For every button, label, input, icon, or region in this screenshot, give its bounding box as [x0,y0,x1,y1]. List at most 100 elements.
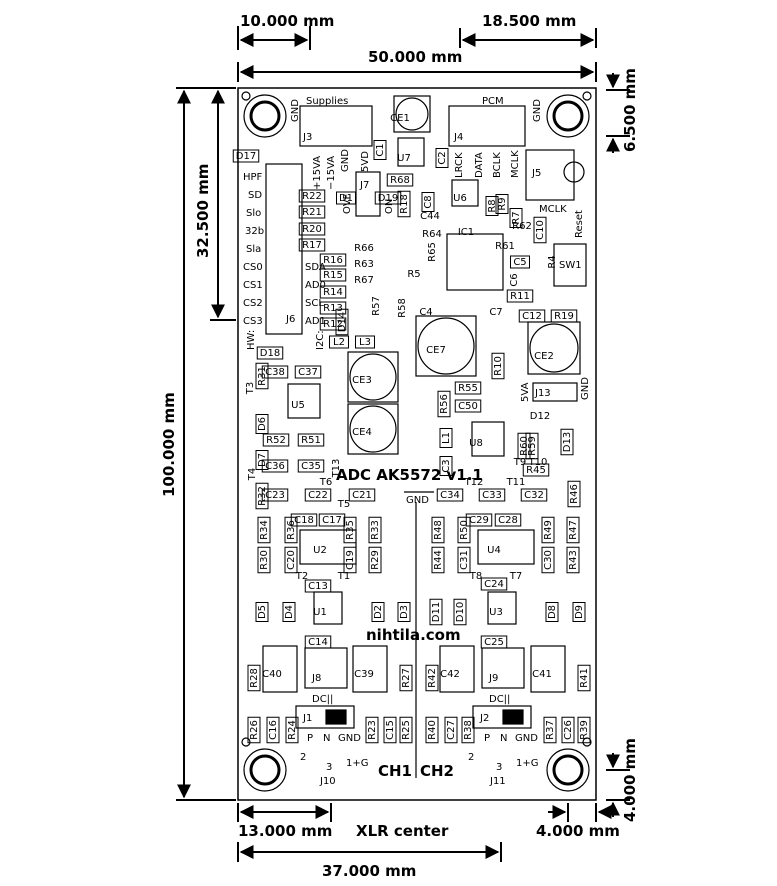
component-c50: C50 [454,399,482,413]
component-label: R49 [543,520,554,540]
component-c2: C2 [435,148,449,168]
component-d13: D13 [560,428,574,456]
component-label: D2 [373,605,384,619]
component-d9: D9 [572,602,586,622]
component-outline [461,716,475,744]
component-label: R43 [568,550,579,570]
component-r7: R7 [509,208,523,228]
component-outline [304,635,332,649]
component-outline [373,140,387,160]
component-label: D5 [257,605,268,619]
component-label: C5 [513,257,526,268]
j4-pin-2: DATA [474,152,485,178]
component-r25: R25 [399,716,413,744]
component-u2: U2 [313,545,327,556]
j4-pin-3: BCLK [492,152,503,178]
component-label: C19 [345,550,356,570]
component-label: R68 [390,175,410,186]
component-label: R27 [401,668,412,688]
component-l3: L3 [355,335,375,349]
component-r61: R61 [495,241,515,252]
component-d1: D1 [336,191,356,205]
dim-right-top: 6.500 mm [621,68,639,152]
component-label: R20 [302,224,322,235]
component-outline [517,432,531,460]
component-label: D4 [284,605,295,619]
component-outline [522,463,550,477]
component-label: C20 [286,550,297,570]
component-label: D14 [337,312,348,332]
component-r52: R52 [262,433,290,447]
on-label: ON [384,199,395,214]
component-label: D10 [455,602,466,622]
component-r8: R8 [485,196,499,216]
component-label: R30 [259,550,270,570]
component-outline [491,352,505,380]
component-label: R5 [407,269,420,280]
component-label: R62 [512,221,532,232]
component-r26: R26 [247,716,261,744]
component-outline [518,309,546,323]
component-outline [480,635,508,649]
component-label: T6 [319,477,332,488]
component-outline [261,488,289,502]
component-c26: C26 [561,716,575,744]
component-label: R38 [463,720,474,740]
component-label: T8 [469,571,482,582]
component-label: R7 [511,211,522,224]
component-r66: R66 [354,243,374,254]
component-r37: R37 [543,716,557,744]
j11-label: J11 [489,776,506,787]
component-outline [550,309,578,323]
p-label-ch1: P [307,733,313,744]
component-c8: C8 [421,192,435,212]
component-label: U5 [291,400,305,411]
component-c44: C44 [420,211,440,222]
xlr1-pin1g: 1+G [346,758,369,769]
component-r23: R23 [365,716,379,744]
j4-label: J4 [453,132,463,143]
j3-pin-2: −15VA [326,156,337,190]
component-label: T9 [513,457,526,468]
component-label: C4 [419,307,432,318]
j10-label: J10 [319,776,336,787]
component-outline [294,365,322,379]
component-outline [577,716,591,744]
component-outline [436,488,464,502]
component-c41: C41 [532,669,552,680]
component-label: C6 [509,273,520,286]
component-label: CE3 [352,375,372,386]
component-r63: R63 [354,259,374,270]
component-outline [319,285,347,299]
component-c15: C15 [383,716,397,744]
xlr2-pin3: 3 [496,762,502,773]
component-r56: R56 [437,390,451,418]
component-label: C12 [522,311,542,322]
j13-gnd-label: GND [580,377,591,400]
mclk-label: MCLK [539,204,567,215]
component-outline [572,602,586,622]
component-c42: C42 [440,669,460,680]
component-label: R24 [287,720,298,740]
component-c29: C29 [465,513,493,527]
component-outline [566,546,580,574]
component-c22: C22 [304,488,332,502]
component-label: C3 [441,459,452,472]
component-label: U6 [453,193,467,204]
component-label: C23 [265,490,285,501]
component-label: D19 [378,193,398,204]
component-r58: R58 [397,298,408,318]
j1-label: J1 [302,713,312,724]
component-label: R33 [370,520,381,540]
component-label: D11 [431,602,442,622]
component-label: R16 [323,255,343,266]
component-r14: R14 [319,285,347,299]
component-label: T2 [295,571,308,582]
component-label: R14 [323,287,343,298]
component-label: D3 [399,605,410,619]
component-label: CE4 [352,427,372,438]
component-label: C40 [262,669,282,680]
reset-label: Reset [574,210,585,238]
component-r35: R35 [343,516,357,544]
component-label: R64 [422,229,442,240]
